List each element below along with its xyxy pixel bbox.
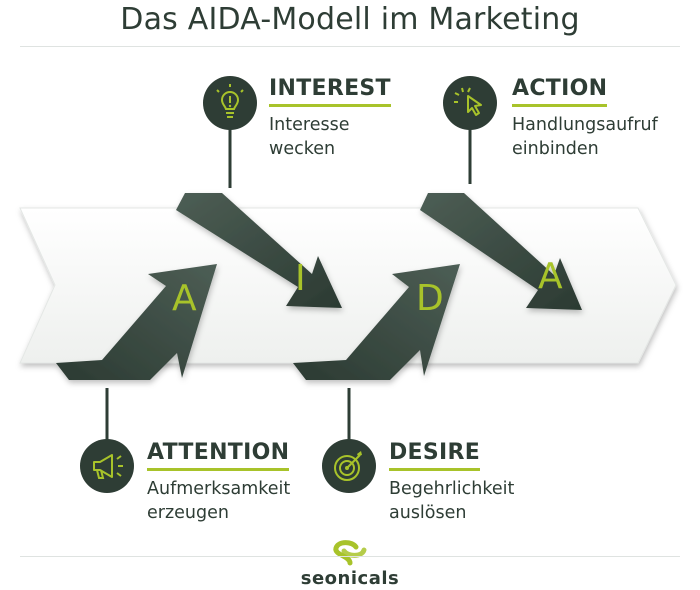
cursor-click-icon [443,76,497,130]
lightbulb-icon [203,76,257,130]
interest-heading: INTEREST [269,77,391,107]
action-heading: ACTION [512,77,608,107]
page-title: Das AIDA-Modell im Marketing [120,2,580,37]
seonicals-logo-mark [333,540,367,566]
attention-arrow: A [56,264,217,380]
top-divider [20,46,680,47]
megaphone-icon [80,439,134,493]
attention-text: Aufmerksamkeit erzeugen [147,479,291,523]
desire-letter: D [416,278,444,319]
interest-arrow: I [176,193,342,308]
attention-heading: ATTENTION [147,441,290,471]
attention-letter: A [172,278,197,319]
target-icon [322,439,376,493]
interest-text: Interesse wecken [269,115,350,159]
logo-text: seonicals [300,568,400,589]
action-arrow: A [420,193,582,310]
desire-text: Begehrlichkeit auslösen [389,479,515,523]
desire-heading: DESIRE [389,441,481,471]
bottom-divider [20,556,680,557]
desire-arrow: D [293,264,460,380]
chevron-band [19,207,677,364]
action-text: Handlungsaufruf einbinden [512,115,658,159]
action-letter: A [538,256,563,297]
interest-letter: I [295,258,306,299]
